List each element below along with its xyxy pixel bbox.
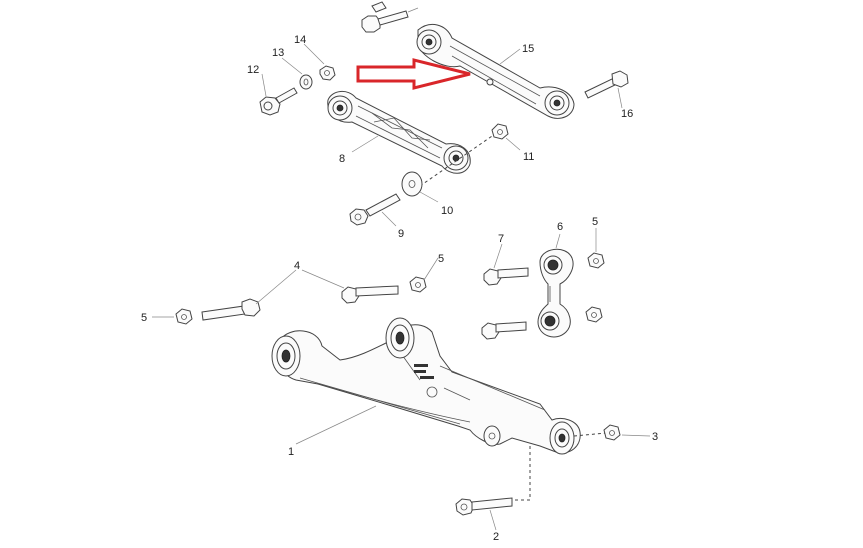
bolt-7-upper xyxy=(483,267,529,286)
red-highlight-arrow xyxy=(356,58,471,90)
bolt-2 xyxy=(455,497,513,516)
upper-link-arm-15 xyxy=(416,23,575,119)
callout-3: 3 xyxy=(652,431,658,443)
link-6 xyxy=(537,248,574,338)
callout-5-left: 5 xyxy=(141,312,147,324)
link-arm-8 xyxy=(327,91,471,174)
bolt-4-left xyxy=(201,298,261,321)
bolt-12 xyxy=(259,87,298,116)
bolt-4-right xyxy=(341,285,399,304)
callout-10: 10 xyxy=(441,205,453,217)
callout-2: 2 xyxy=(493,531,499,543)
callout-1: 1 xyxy=(288,446,294,458)
callout-16: 16 xyxy=(621,108,633,120)
bolt-16 xyxy=(584,70,629,99)
callout-11: 11 xyxy=(523,151,534,163)
washer-13 xyxy=(299,74,313,90)
callout-13: 13 xyxy=(272,47,284,59)
callout-9: 9 xyxy=(398,228,404,240)
nut-5-right-lower xyxy=(585,306,603,323)
nut-5-left xyxy=(175,308,193,325)
callout-15: 15 xyxy=(522,43,534,55)
callout-4: 4 xyxy=(294,260,300,272)
callout-12: 12 xyxy=(247,64,259,76)
callout-8: 8 xyxy=(339,153,345,165)
bolt-7-lower xyxy=(481,321,527,340)
callout-5-mid: 5 xyxy=(438,253,444,265)
callout-14: 14 xyxy=(294,34,306,46)
lower-control-arm-1 xyxy=(271,317,581,455)
top-bolt xyxy=(361,1,419,33)
nut-14 xyxy=(319,65,336,81)
callout-6: 6 xyxy=(557,221,563,233)
nut-5-mid xyxy=(409,276,427,293)
callout-5-right: 5 xyxy=(592,216,598,228)
nut-11 xyxy=(491,123,509,140)
washer-10 xyxy=(401,171,423,197)
nut-5-right-upper xyxy=(587,252,605,269)
bolt-9 xyxy=(349,193,401,226)
callout-7: 7 xyxy=(498,233,504,245)
nut-3 xyxy=(603,424,621,441)
